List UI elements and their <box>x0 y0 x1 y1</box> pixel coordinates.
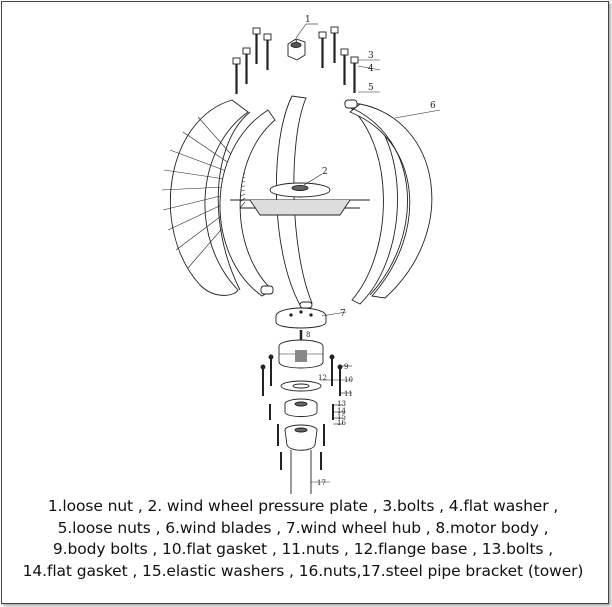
callout-6: 6 <box>430 101 436 111</box>
caption-line: 5.loose nuts , 6.wind blades , 7.wind wh… <box>57 518 549 537</box>
callout-5: 5 <box>368 83 374 93</box>
callout-12: 12 <box>318 374 327 382</box>
caption-line: 1.loose nut , 2. wind wheel pressure pla… <box>47 497 559 515</box>
top-bolts-left <box>232 27 272 94</box>
wind-wheel-hub <box>275 307 327 329</box>
steel-pipe-bracket <box>290 450 312 494</box>
loose-nut <box>287 38 306 61</box>
callout-10: 10 <box>344 376 353 384</box>
callout-9: 9 <box>344 363 348 371</box>
callout-4: 4 <box>368 64 374 74</box>
motor-body <box>278 330 324 369</box>
top-bolts-right <box>318 26 359 93</box>
wind-blades <box>161 95 433 309</box>
exploded-view-drawing: 1 3 4 5 6 2 7 8 9 10 11 12 13 14 15 16 1… <box>161 15 441 494</box>
callout-14: 14 <box>337 407 346 415</box>
caption-line: 9.body bolts , 10.flat gasket , 11.nuts … <box>52 540 554 558</box>
flange-base <box>284 398 318 417</box>
body-bolts <box>260 354 343 396</box>
callout-8: 8 <box>306 331 310 339</box>
callout-3: 3 <box>368 51 374 61</box>
callout-15: 15 <box>337 413 346 421</box>
pipe-bracket-flange <box>284 424 318 451</box>
parts-caption: 1.loose nut , 2. wind wheel pressure pla… <box>0 496 606 582</box>
callout-2: 2 <box>322 167 328 177</box>
callout-1: 1 <box>305 15 311 25</box>
callout-13: 13 <box>337 400 346 408</box>
callout-16: 16 <box>337 419 346 427</box>
callout-17: 17 <box>317 479 326 487</box>
callout-11: 11 <box>344 390 353 398</box>
caption-line: 14.flat gasket , 15.elastic washers , 16… <box>22 561 584 580</box>
callout-7: 7 <box>340 309 346 319</box>
leader-lines <box>295 23 441 483</box>
bottom-nuts <box>280 452 322 470</box>
pressure-plate <box>230 182 370 216</box>
